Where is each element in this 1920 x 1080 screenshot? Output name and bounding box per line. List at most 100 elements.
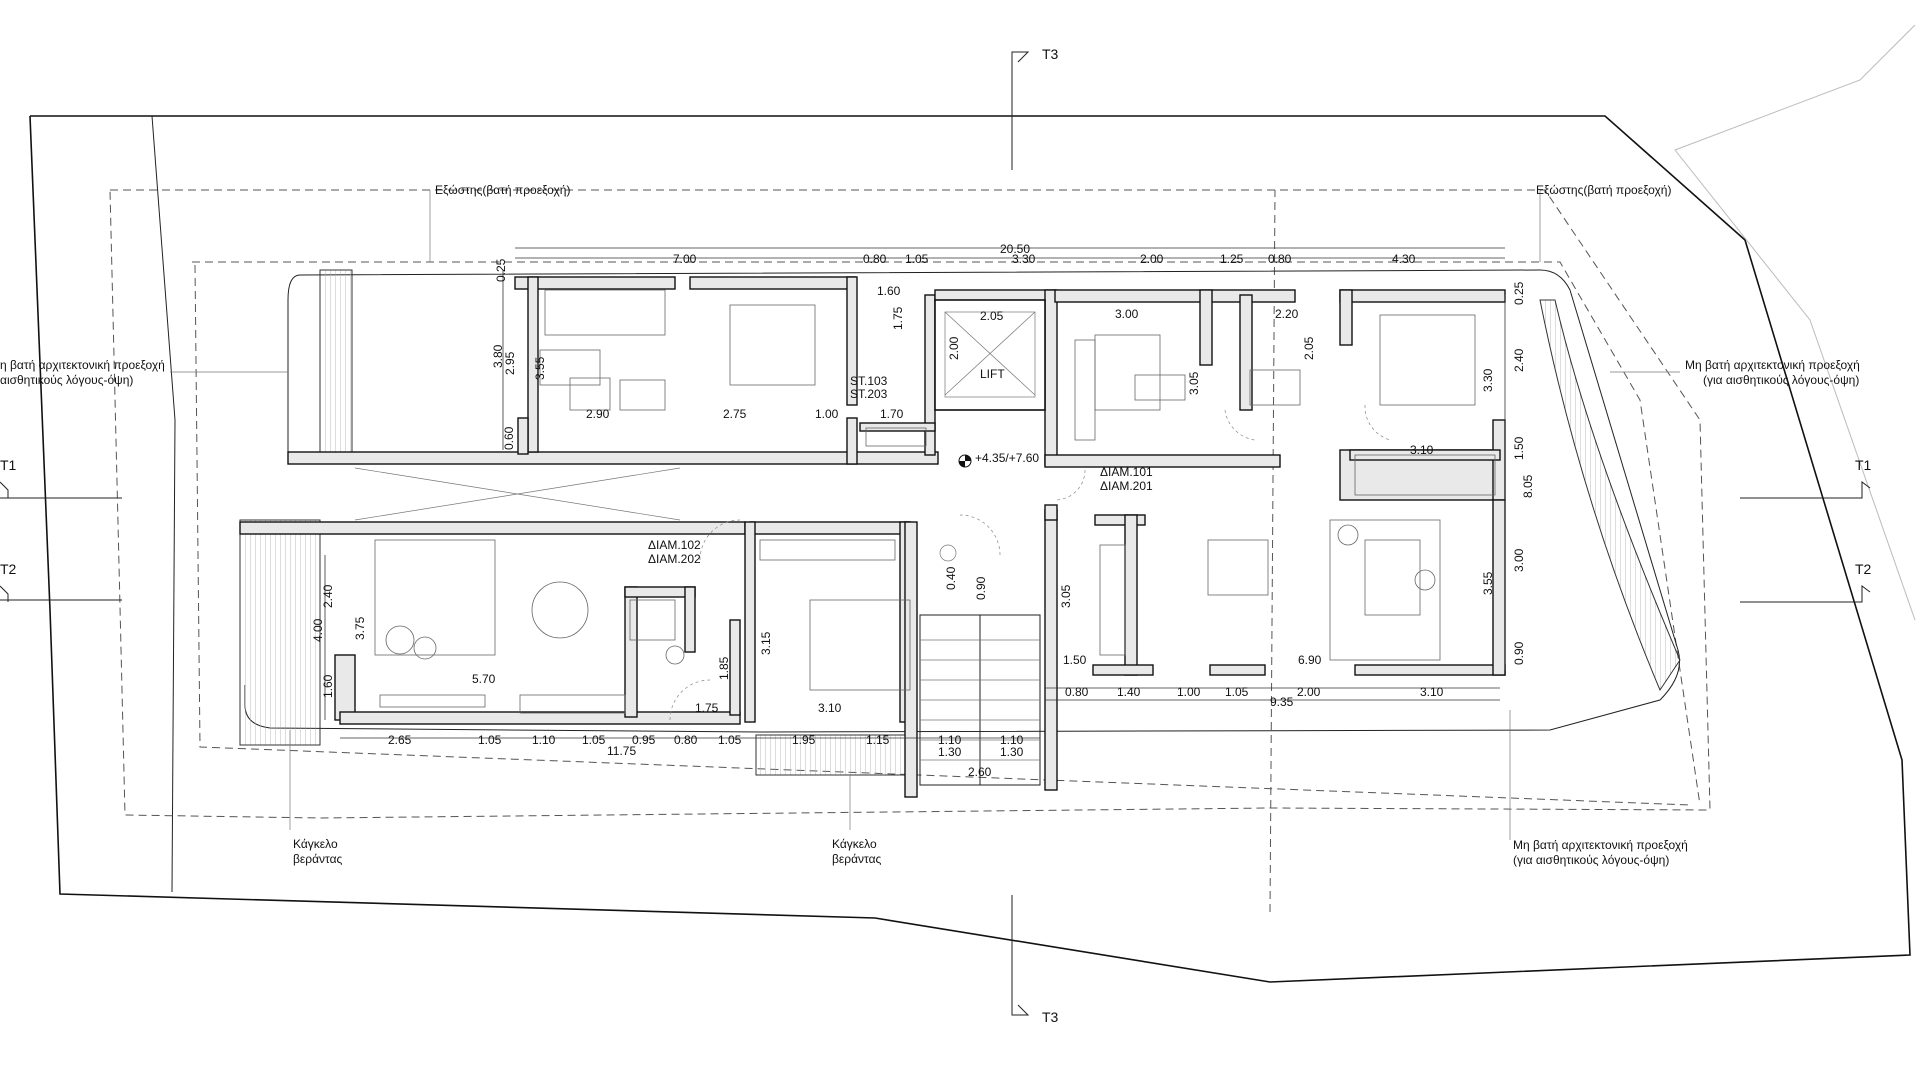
eaves-label-left: Εξώστης(βατή προεξοχή) — [435, 183, 570, 197]
dim-a-025: 0.25 — [494, 258, 508, 282]
dim-b-690: 6.90 — [1298, 653, 1322, 667]
dim-b-130b: 1.30 — [1000, 745, 1024, 759]
dim-b-260: 2.60 — [968, 765, 992, 779]
plot-boundary — [29, 24, 1916, 983]
storage-label-line2: ST.203 — [850, 387, 888, 401]
dim-bottom-5: 0.80 — [674, 733, 698, 747]
dim-b-315: 3.15 — [759, 631, 773, 655]
dim-bottom-6: 1.05 — [718, 733, 742, 747]
stair-treads — [920, 639, 1040, 761]
dim-right-0: 0.80 — [1065, 685, 1089, 699]
dim-a-150r: 1.50 — [1512, 436, 1526, 460]
apartment-102-label-line2: ΔΙΑΜ.202 — [648, 552, 701, 566]
projection-label-right-line1: Μη βατή αρχιτεκτονική προεξοχή — [1685, 358, 1860, 372]
section-label-t3-top: T3 — [1042, 46, 1059, 62]
projection-label-bottom-line1: Μη βατή αρχιτεκτονική προεξοχή — [1513, 838, 1688, 852]
section-label-t2-left: T2 — [0, 561, 17, 577]
level-marker-icon — [958, 454, 972, 468]
dim-a-355: 3.55 — [533, 356, 547, 380]
section-label-t2-right: T2 — [1855, 561, 1872, 577]
dim-a-090r: 0.90 — [1512, 641, 1526, 665]
eaves-label-right: Εξώστης(βατή προεξοχή) — [1536, 183, 1671, 197]
dim-top-7: 4.30 — [1392, 252, 1416, 266]
dim-bottom-2: 1.10 — [532, 733, 556, 747]
apartment-101-label-line1: ΔΙΑΜ.101 — [1100, 465, 1153, 479]
dim-a-295: 2.95 — [503, 351, 517, 375]
projection-label-left-line2: αισθητικούς λόγους-όψη) — [0, 373, 133, 387]
building-outline — [239, 269, 1681, 776]
dim-a-330: 3.30 — [1481, 368, 1495, 392]
dim-top-6: 0.80 — [1268, 252, 1292, 266]
dim-a-100: 1.00 — [815, 407, 839, 421]
dim-a-160: 1.60 — [877, 284, 901, 298]
dim-right-1: 1.40 — [1117, 685, 1141, 699]
projection-label-bottom-line2: (για αισθητικούς λόγους-όψη) — [1513, 853, 1669, 867]
lower-wing-walls — [239, 499, 1506, 798]
vertical-dims-lower: 2.40 4.00 3.75 1.60 1.85 3.15 0.40 0.90 … — [311, 566, 1073, 698]
dim-top-4: 2.00 — [1140, 252, 1164, 266]
dim-bottom-1: 1.05 — [478, 733, 502, 747]
railing-label-mid-line2: βεράντας — [832, 852, 882, 866]
dim-b-040: 0.40 — [944, 566, 958, 590]
dim-b-160: 1.60 — [321, 674, 335, 698]
dim-right-2: 1.00 — [1177, 685, 1201, 699]
railing-label-left-line2: βεράντας — [293, 852, 343, 866]
railing-label-left-line1: Κάγκελο — [293, 837, 338, 851]
apartment-101-label-line2: ΔΙΑΜ.201 — [1100, 479, 1153, 493]
dim-right-overall: 9.35 — [1270, 695, 1294, 709]
dim-bottom-10: 1.10 — [1000, 733, 1024, 747]
dim-top-overall: 20.50 — [1000, 242, 1030, 256]
dim-right-4: 2.00 — [1297, 685, 1321, 699]
dim-a-355r: 3.55 — [1481, 571, 1495, 595]
dim-a-310: 3.10 — [1410, 443, 1434, 457]
section-label-t1-left: T1 — [0, 457, 17, 473]
leader-lines — [170, 190, 1680, 840]
storage-label-line1: ST.103 — [850, 374, 888, 388]
dim-b-240: 2.40 — [321, 584, 335, 608]
dimension-lines — [324, 247, 1506, 739]
dim-bottom-7: 1.95 — [792, 733, 816, 747]
dim-a-805: 8.05 — [1521, 474, 1535, 498]
dim-a-060: 0.60 — [502, 426, 516, 450]
dim-a-025r: 0.25 — [1512, 281, 1526, 305]
projection-label-left-line1: η βατή αρχιτεκτονική προεξοχή — [0, 358, 165, 372]
staircase — [919, 544, 1041, 786]
lift-shaft — [934, 299, 1046, 411]
dim-a-275: 2.75 — [723, 407, 747, 421]
dim-a-220: 2.20 — [1275, 307, 1299, 321]
dim-a-300: 3.00 — [1115, 307, 1139, 321]
dim-bottom-4: 0.95 — [632, 733, 656, 747]
dim-a-300r: 3.00 — [1512, 548, 1526, 572]
section-markers — [0, 51, 1871, 1016]
dim-top-3: 3.30 — [1012, 252, 1036, 266]
dim-b-175: 1.75 — [695, 701, 719, 715]
upper-wing-walls — [287, 276, 1506, 501]
level-label: +4.35/+7.60 — [975, 451, 1039, 465]
apartment-102-label-line1: ΔΙΑΜ.102 — [648, 538, 701, 552]
dim-a-170: 1.70 — [880, 407, 904, 421]
dim-b-090: 0.90 — [974, 576, 988, 600]
dim-right-5: 3.10 — [1420, 685, 1444, 699]
dim-a-205b: 2.05 — [1302, 336, 1316, 360]
dim-top-5: 1.25 — [1220, 252, 1244, 266]
dim-a-200: 2.00 — [947, 336, 961, 360]
dim-a-290: 2.90 — [586, 407, 610, 421]
dim-a-205a: 2.05 — [980, 309, 1004, 323]
terrace-void — [354, 467, 681, 521]
dim-top-0: 7.00 — [673, 252, 697, 266]
dim-top-2: 1.05 — [905, 252, 929, 266]
dim-b-400: 4.00 — [311, 618, 325, 642]
vertical-dims-upper: 1.75 2.00 3.05 2.05 0.25 3.80 2.95 3.55 … — [491, 258, 1535, 665]
dim-top-1: 0.80 — [863, 252, 887, 266]
dim-bottom-9: 1.10 — [938, 733, 962, 747]
door-swings — [669, 404, 1391, 721]
dim-a-175: 1.75 — [891, 306, 905, 330]
dim-b-305: 3.05 — [1059, 584, 1073, 608]
dim-a-380: 3.80 — [491, 344, 505, 368]
projection-label-right-line2: (για αισθητικούς λόγους-όψη) — [1703, 373, 1859, 387]
railing-label-mid-line1: Κάγκελο — [832, 837, 877, 851]
furniture — [374, 289, 1496, 714]
section-label-t3-bottom: T3 — [1042, 1009, 1059, 1025]
dim-a-305: 3.05 — [1187, 371, 1201, 395]
